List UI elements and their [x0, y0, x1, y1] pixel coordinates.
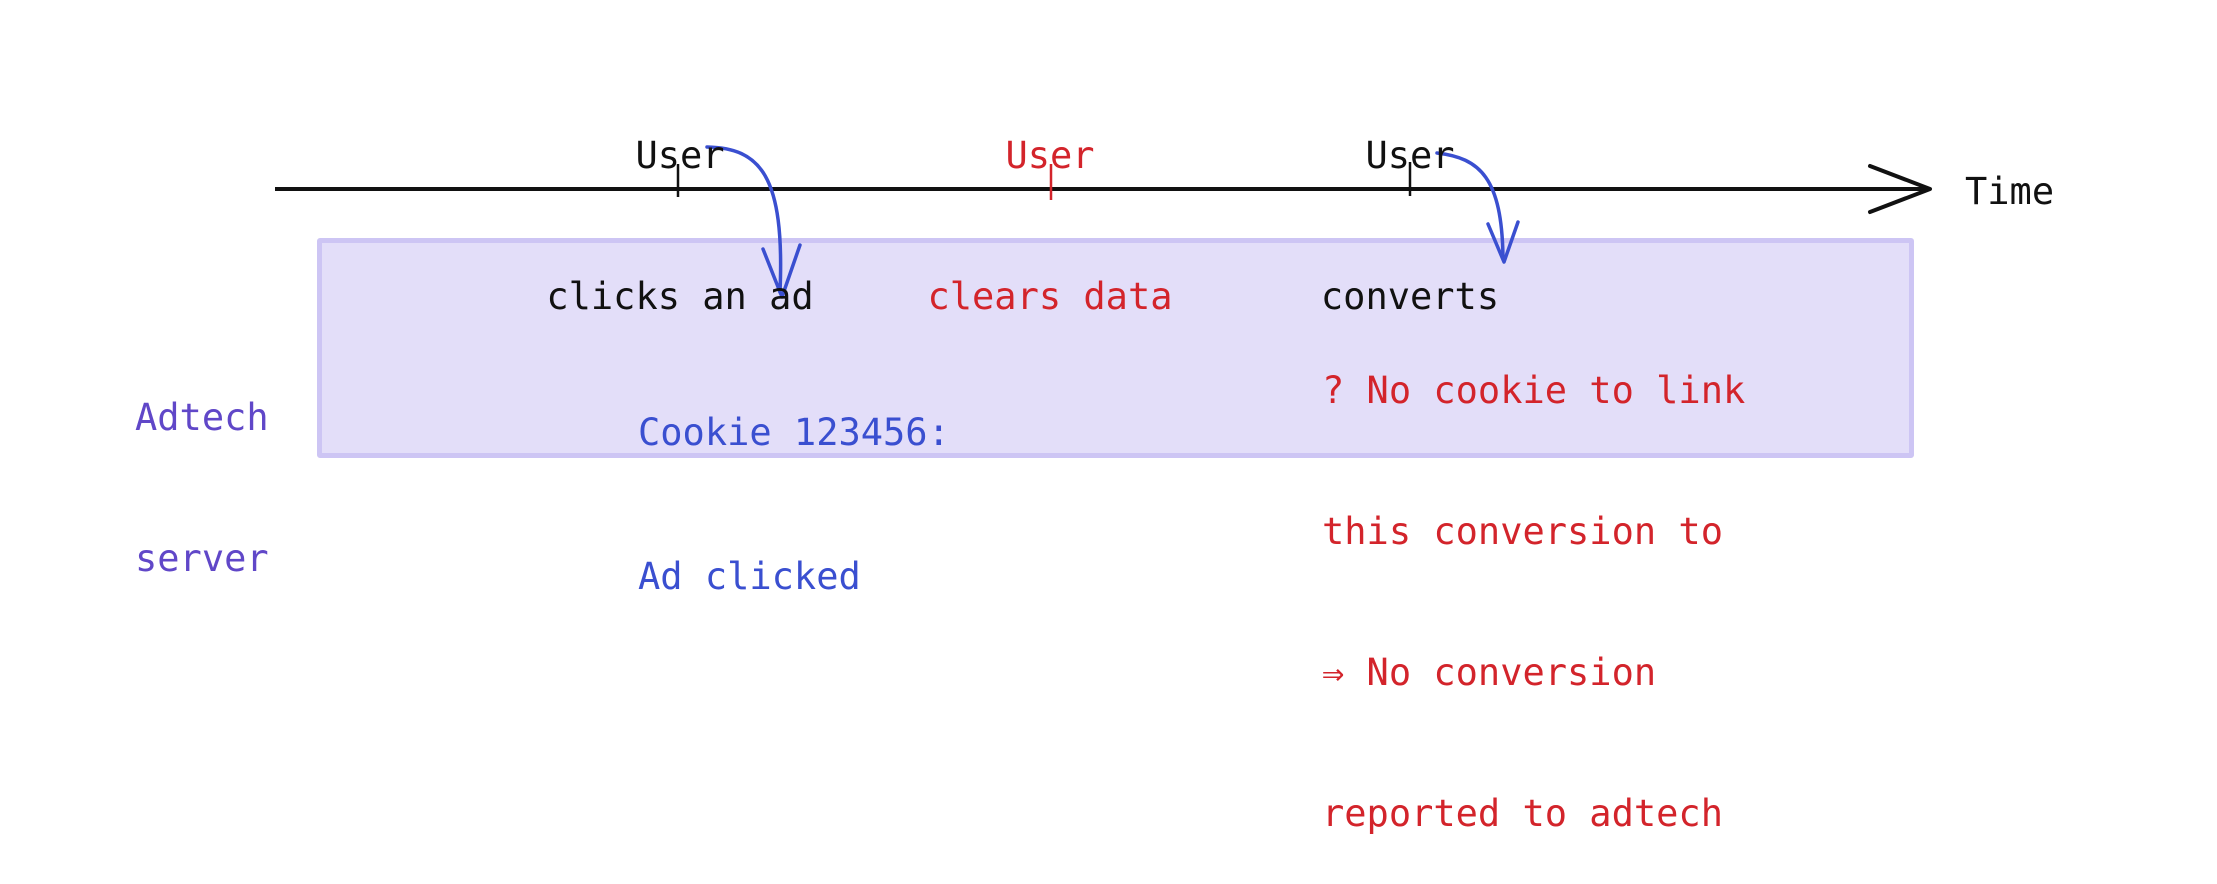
result-line1: ? No cookie to link [1322, 369, 1746, 412]
time-axis-label: Time [1965, 170, 2055, 213]
click-arrow [705, 145, 783, 294]
result-line2: this conversion to [1322, 510, 1723, 553]
adtech-server-line1: Adtech [135, 396, 269, 439]
adtech-server-line2: server [135, 537, 269, 580]
click-arrowhead [761, 243, 802, 299]
event-click-line1: User [635, 134, 725, 177]
result-line3: ⇒ No conversion [1322, 651, 1657, 694]
flow-arrows [705, 145, 1520, 299]
cookie-line2: Ad clicked [638, 555, 861, 598]
convert-arrow [1435, 151, 1505, 260]
no-conversion-text: ? No cookie to link this conversion to ⇒… [1322, 273, 1745, 884]
event-clear-line2: clears data [927, 275, 1173, 318]
adtech-server-label: Adtech server [135, 300, 269, 629]
event-click-label: User clicks an ad [530, 38, 830, 367]
event-clear-label: User clears data [900, 38, 1200, 367]
event-convert-line2: converts [1320, 275, 1500, 318]
event-clear-line1: User [1005, 134, 1095, 177]
convert-arrowhead [1486, 220, 1520, 264]
event-convert-label: User converts [1260, 38, 1560, 367]
cookie-line1: Cookie 123456: [638, 411, 950, 454]
adtech-server-box [317, 238, 1914, 458]
time-axis-arrowhead [1868, 164, 1932, 214]
result-line4: reported to adtech [1322, 792, 1723, 835]
timeline-diagram [275, 162, 1932, 214]
event-click-line2: clicks an ad [546, 275, 814, 318]
cookie-record-text: Cookie 123456: Ad clicked [638, 313, 950, 649]
event-convert-line1: User [1365, 134, 1455, 177]
